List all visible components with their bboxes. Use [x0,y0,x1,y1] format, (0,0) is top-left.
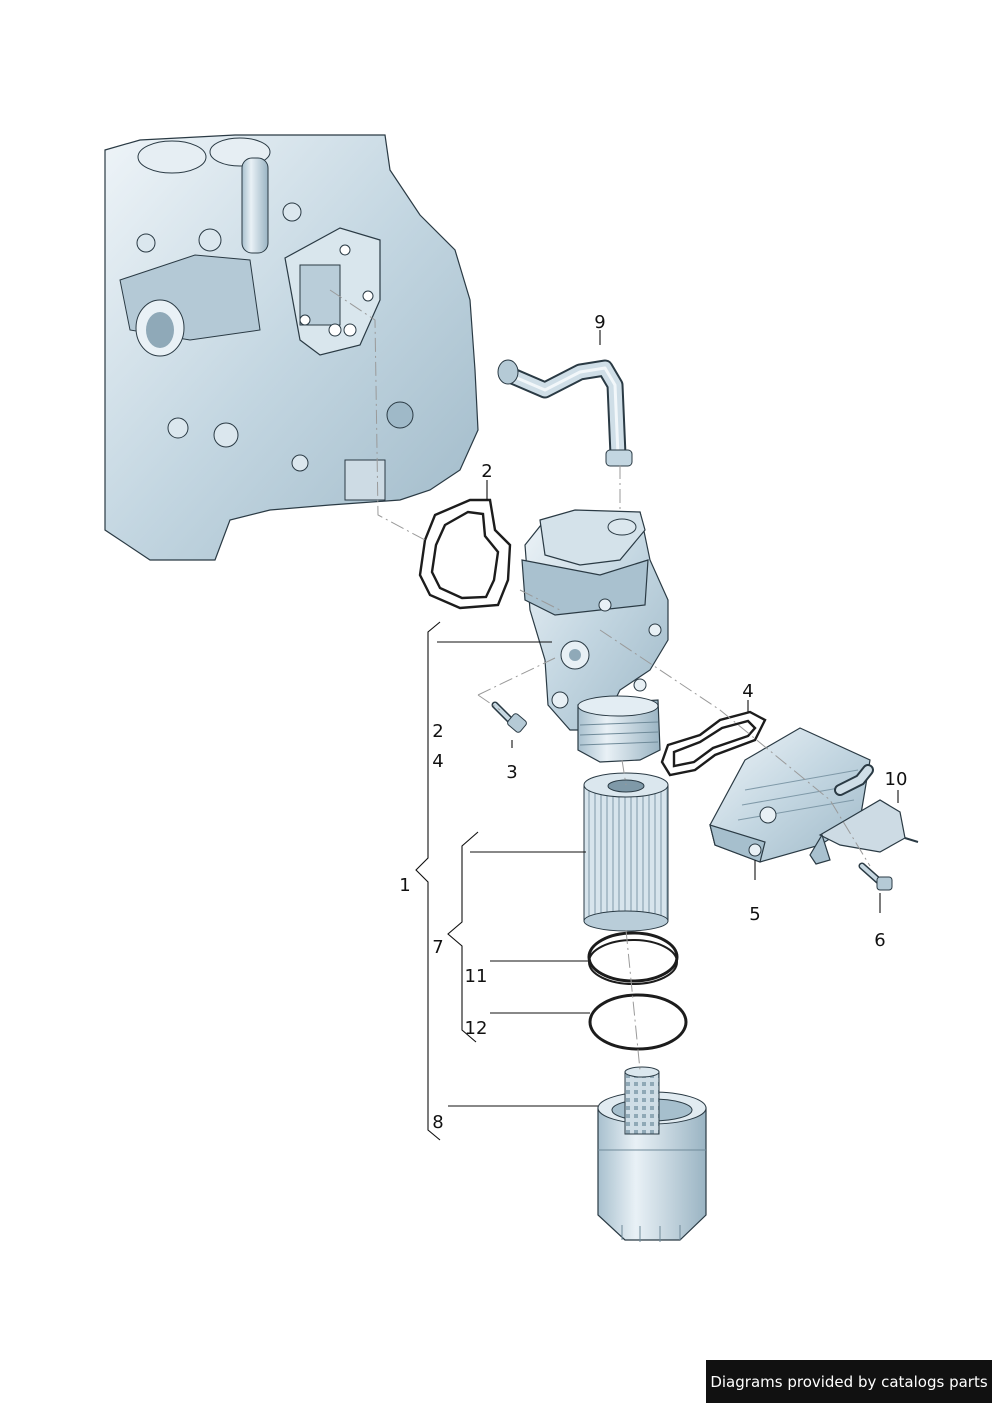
seal-ring-11-part [587,931,679,985]
cooler-gasket-part [660,710,767,777]
o-ring-12-part [588,993,688,1051]
callout-4-top: 4 [742,681,753,702]
callout-11: 11 [465,966,488,987]
callout-5: 5 [749,904,760,925]
leader-lines [415,330,899,1141]
bolt-part-3 [491,701,527,733]
engine-block [104,134,479,561]
filter-element-part [583,772,669,932]
breather-pipe-part [497,359,633,467]
oil-filter-housing-part [521,509,669,763]
flange-gasket-part [418,498,512,610]
credit-text: Diagrams provided by catalogs parts [710,1372,988,1391]
callout-10: 10 [885,769,908,790]
callout-4-left: 4 [432,751,443,772]
callout-8: 8 [432,1112,443,1133]
callout-2-left: 2 [432,721,443,742]
callout-6: 6 [874,930,885,951]
filter-cap-part [597,1066,707,1242]
callout-1: 1 [399,875,410,896]
callout-3: 3 [506,762,517,783]
bracket-part [809,799,919,865]
callout-2-top: 2 [481,461,492,482]
callout-labels: 9 2 2 4 3 4 10 1 5 6 7 11 12 8 [399,312,907,1133]
callout-9: 9 [594,312,605,333]
callout-7: 7 [432,937,443,958]
callout-12: 12 [465,1018,488,1039]
assembly-axes [329,289,871,1071]
credit-banner: Diagrams provided by catalogs parts [706,1360,992,1403]
bolt-part-6 [858,862,893,891]
